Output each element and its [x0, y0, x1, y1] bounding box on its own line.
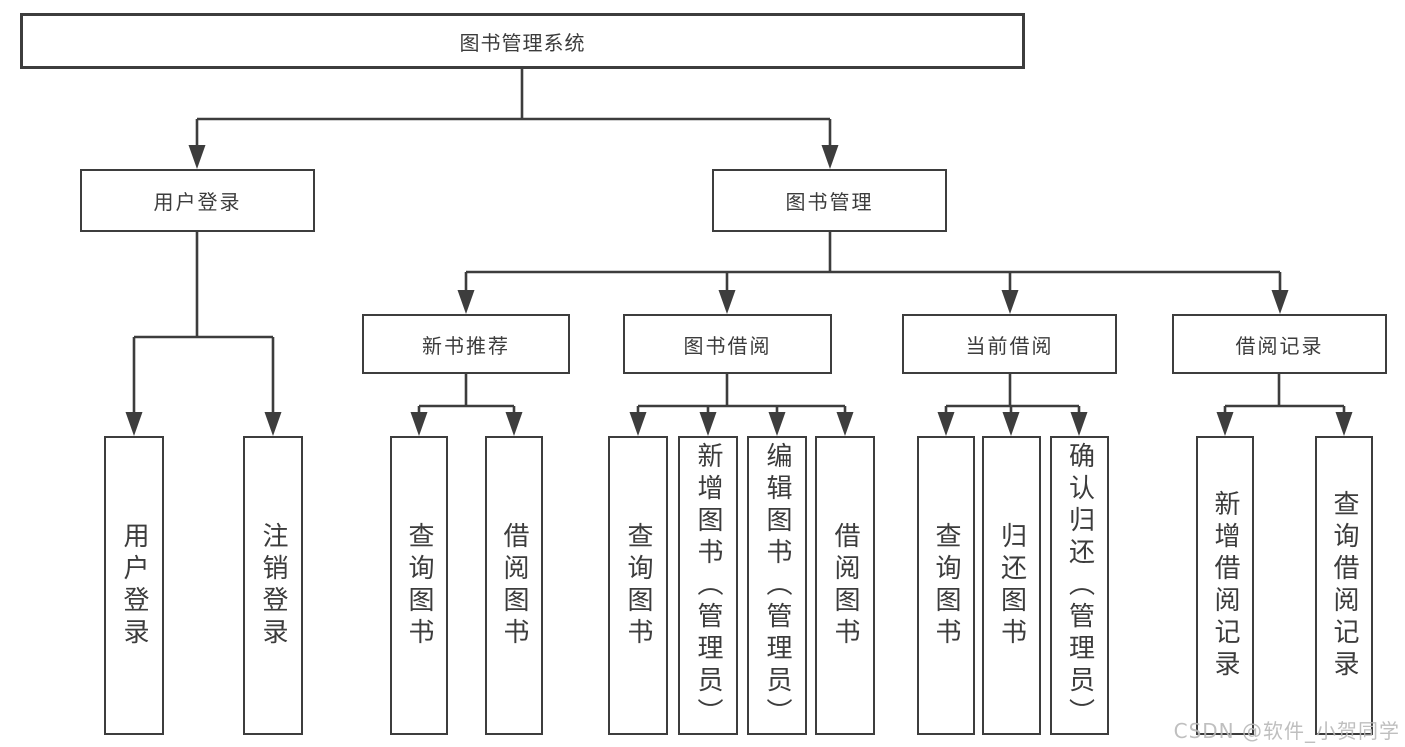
leaf-query-borrow-record-label: 查询借阅记录 [1329, 489, 1359, 682]
leaf-query-borrow-record: 查询借阅记录 [1315, 436, 1373, 735]
leaf-borrow-books-recommend: 借阅图书 [485, 436, 543, 735]
leaf-add-books-admin: 新增图书（管理员） [678, 436, 738, 735]
leaf-confirm-return-admin-label: 确认归还（管理员） [1064, 441, 1095, 730]
node-library-system-label: 图书管理系统 [459, 30, 586, 55]
leaf-confirm-return-admin: 确认归还（管理员） [1050, 436, 1109, 735]
node-library-system: 图书管理系统 [20, 13, 1025, 69]
node-borrowing-records: 借阅记录 [1172, 314, 1387, 374]
leaf-edit-books-admin-label: 编辑图书（管理员） [762, 441, 792, 730]
leaf-query-books-recommend-label: 查询图书 [404, 521, 434, 650]
leaf-borrow-books-borrowing: 借阅图书 [815, 436, 875, 735]
leaf-query-books-current: 查询图书 [917, 436, 975, 735]
node-current-borrowing: 当前借阅 [902, 314, 1117, 374]
node-current-borrowing-label: 当前借阅 [965, 333, 1054, 358]
leaf-query-books-current-label: 查询图书 [931, 521, 961, 650]
leaf-query-books-borrowing: 查询图书 [608, 436, 668, 735]
leaf-user-login: 用户登录 [104, 436, 164, 735]
leaf-borrow-books-borrowing-label: 借阅图书 [830, 521, 860, 650]
leaf-user-login-label: 用户登录 [119, 521, 149, 650]
leaf-return-books: 归还图书 [982, 436, 1041, 735]
leaf-query-books-borrowing-label: 查询图书 [623, 521, 653, 650]
leaf-add-borrow-record: 新增借阅记录 [1196, 436, 1254, 735]
watermark: CSDN @软件_小贺同学 [1173, 719, 1400, 743]
leaf-borrow-books-recommend-label: 借阅图书 [499, 521, 529, 650]
leaf-add-books-admin-label: 新增图书（管理员） [693, 441, 723, 730]
leaf-logout: 注销登录 [243, 436, 303, 735]
node-book-borrowing: 图书借阅 [623, 314, 832, 374]
node-borrowing-records-label: 借阅记录 [1235, 333, 1324, 358]
node-book-borrowing-label: 图书借阅 [683, 333, 772, 358]
leaf-add-borrow-record-label: 新增借阅记录 [1210, 489, 1240, 682]
leaf-query-books-recommend: 查询图书 [390, 436, 448, 735]
node-book-management: 图书管理 [712, 169, 947, 232]
leaf-logout-label: 注销登录 [258, 521, 288, 650]
node-new-book-recommendation-label: 新书推荐 [422, 333, 510, 358]
leaf-edit-books-admin: 编辑图书（管理员） [747, 436, 807, 735]
leaf-return-books-label: 归还图书 [996, 521, 1027, 650]
node-user-login-label: 用户登录 [153, 190, 242, 214]
node-user-login: 用户登录 [80, 169, 315, 232]
node-book-management-label: 图书管理 [785, 190, 874, 214]
node-new-book-recommendation: 新书推荐 [362, 314, 570, 374]
